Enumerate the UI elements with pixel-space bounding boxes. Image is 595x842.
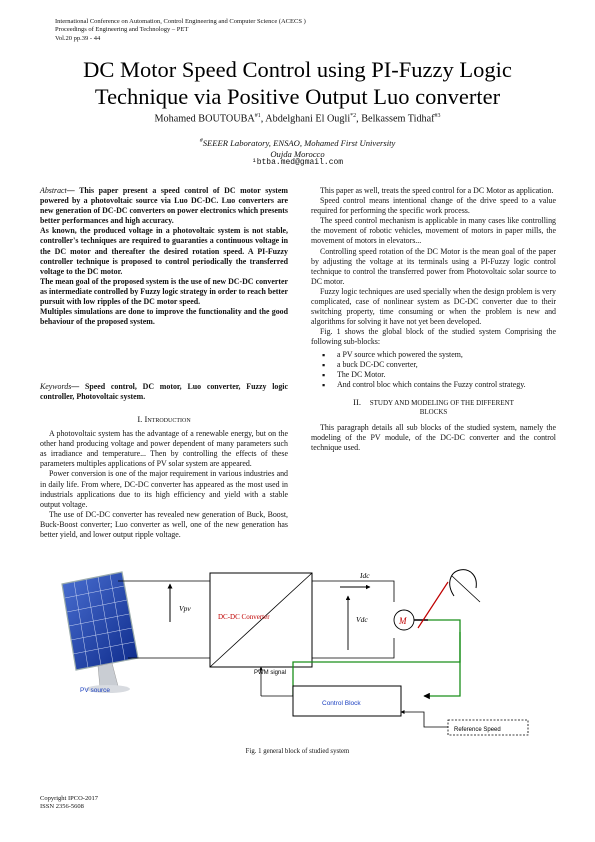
abstract-p3: The mean goal of the proposed system is … — [40, 276, 288, 307]
list-item: And control bloc which contains the Fuzz… — [322, 380, 556, 390]
affiliation-mark: # — [199, 138, 203, 144]
section-heading-introduction: I. Introduction — [40, 414, 288, 424]
idc-label: Idc — [359, 571, 370, 580]
intro-p1: A photovoltaic system has the advantage … — [40, 429, 288, 469]
affiliation: #SEEER Laboratory, ENSAO, Mohamed First … — [0, 136, 595, 160]
issn: ISSN 2356-5608 — [40, 803, 84, 810]
control-block: Control Block — [292, 685, 402, 717]
keywords-text: — Speed control, DC motor, Luo converter… — [40, 382, 288, 402]
vpv-label: Vpv — [179, 604, 191, 613]
volume-pages: Vol.20 pp.39 - 44 — [55, 34, 101, 42]
copyright: Copyright IPCO-2017 — [40, 795, 98, 802]
converter-label: DC-DC Converter — [218, 613, 270, 621]
author-1: Mohamed BOUTOUBA — [154, 113, 255, 125]
abstract: Abstract— This paper present a speed con… — [40, 186, 288, 327]
author-list: Mohamed BOUTOUBA#1, Abdelghani El Ougli*… — [154, 113, 441, 125]
author-2: Abdelghani El Ougli — [265, 113, 351, 125]
abstract-label: Abstract — [40, 186, 67, 195]
author-email[interactable]: ¹btba.med@gmail.com — [251, 158, 344, 167]
speed-sensor-icon — [292, 569, 481, 700]
author-3: Belkassem Tidhaf — [361, 113, 435, 125]
introduction-heading-text: I. Introduction — [137, 414, 191, 424]
figure-caption: Fig. 1 general block of studied system — [245, 748, 350, 755]
intro-p2: Power conversion is one of the major req… — [40, 469, 288, 509]
intro-p8: Fuzzy logic techniques are used speciall… — [311, 286, 556, 327]
affiliation-line-2: Oujda Morocco — [270, 148, 325, 159]
motor-label: M — [398, 616, 407, 626]
subblock-list: a PV source which powered the system, a … — [311, 350, 556, 390]
list-item: The DC Motor. — [322, 370, 556, 380]
reference-speed-block: Reference Speed — [447, 719, 529, 736]
section2-title-2: blocks — [419, 407, 448, 416]
section2-title-1: Study and modeling of the different — [369, 398, 514, 407]
figure-1: Vpv DC-DC Converter Idc Vdc M — [40, 562, 560, 744]
dc-motor-icon: M — [393, 581, 449, 631]
right-column: This paper as well, treats the speed con… — [311, 186, 556, 453]
pwm-signal-label: PWM signal — [254, 670, 286, 676]
section-heading-modeling: II. Study and modeling of the different … — [311, 396, 556, 417]
conference-name: International Conference on Automation, … — [55, 18, 306, 25]
block-diagram: Vpv DC-DC Converter Idc Vdc M — [61, 569, 529, 736]
list-item: a PV source which powered the system, — [322, 350, 556, 360]
control-block-label: Control Block — [322, 700, 361, 707]
list-item: a buck DC-DC converter, — [322, 360, 556, 370]
intro-p4: This paper as well, treats the speed con… — [320, 186, 554, 195]
title-line-2: Technique via Positive Output Luo conver… — [94, 84, 501, 109]
paper-title: DC Motor Speed Control using PI-Fuzzy Lo… — [0, 56, 595, 110]
intro-p7: Controlling speed rotation of the DC Mot… — [311, 246, 556, 286]
pv-panel-icon — [61, 571, 139, 693]
section2-p1: This paragraph details all sub blocks of… — [311, 422, 556, 453]
intro-p5: Speed control means intentional change o… — [311, 196, 556, 216]
vdc-label: Vdc — [356, 615, 368, 624]
reference-speed-label: Reference Speed — [454, 727, 501, 733]
author-3-mark: #3 — [434, 113, 441, 119]
proceedings-name: Proceedings of Engineering and Technolog… — [55, 26, 189, 34]
abstract-p4: Multiples simulations are done to improv… — [40, 307, 288, 327]
section2-number: II. — [353, 396, 362, 407]
affiliation-line-1: SEEER Laboratory, ENSAO, Mohamed First U… — [202, 137, 396, 148]
author-1-mark: #1 — [254, 113, 261, 119]
abstract-p2: As known, the produced voltage in a phot… — [40, 226, 288, 276]
intro-p9: Fig. 1 shows the global block of the stu… — [311, 327, 556, 347]
intro-p3: The use of DC-DC converter has revealed … — [40, 509, 288, 540]
introduction-left: I. Introduction A photovoltaic system ha… — [40, 414, 288, 540]
author-2-mark: *2 — [350, 113, 357, 119]
keywords: Keywords— Speed control, DC motor, Luo c… — [40, 382, 288, 402]
abstract-p1: — This paper present a speed control of … — [40, 186, 288, 226]
keywords-label: Keywords — [40, 382, 72, 391]
title-line-1: DC Motor Speed Control using PI-Fuzzy Lo… — [83, 57, 512, 82]
dc-dc-converter-block: DC-DC Converter — [209, 572, 313, 668]
intro-p6: The speed control mechanism is applicabl… — [311, 216, 556, 246]
pv-source-label: PV source — [80, 687, 110, 694]
conference-header: International Conference on Automation, … — [55, 18, 306, 43]
page-footer: Copyright IPCO-2017 ISSN 2356-5608 — [40, 795, 98, 811]
